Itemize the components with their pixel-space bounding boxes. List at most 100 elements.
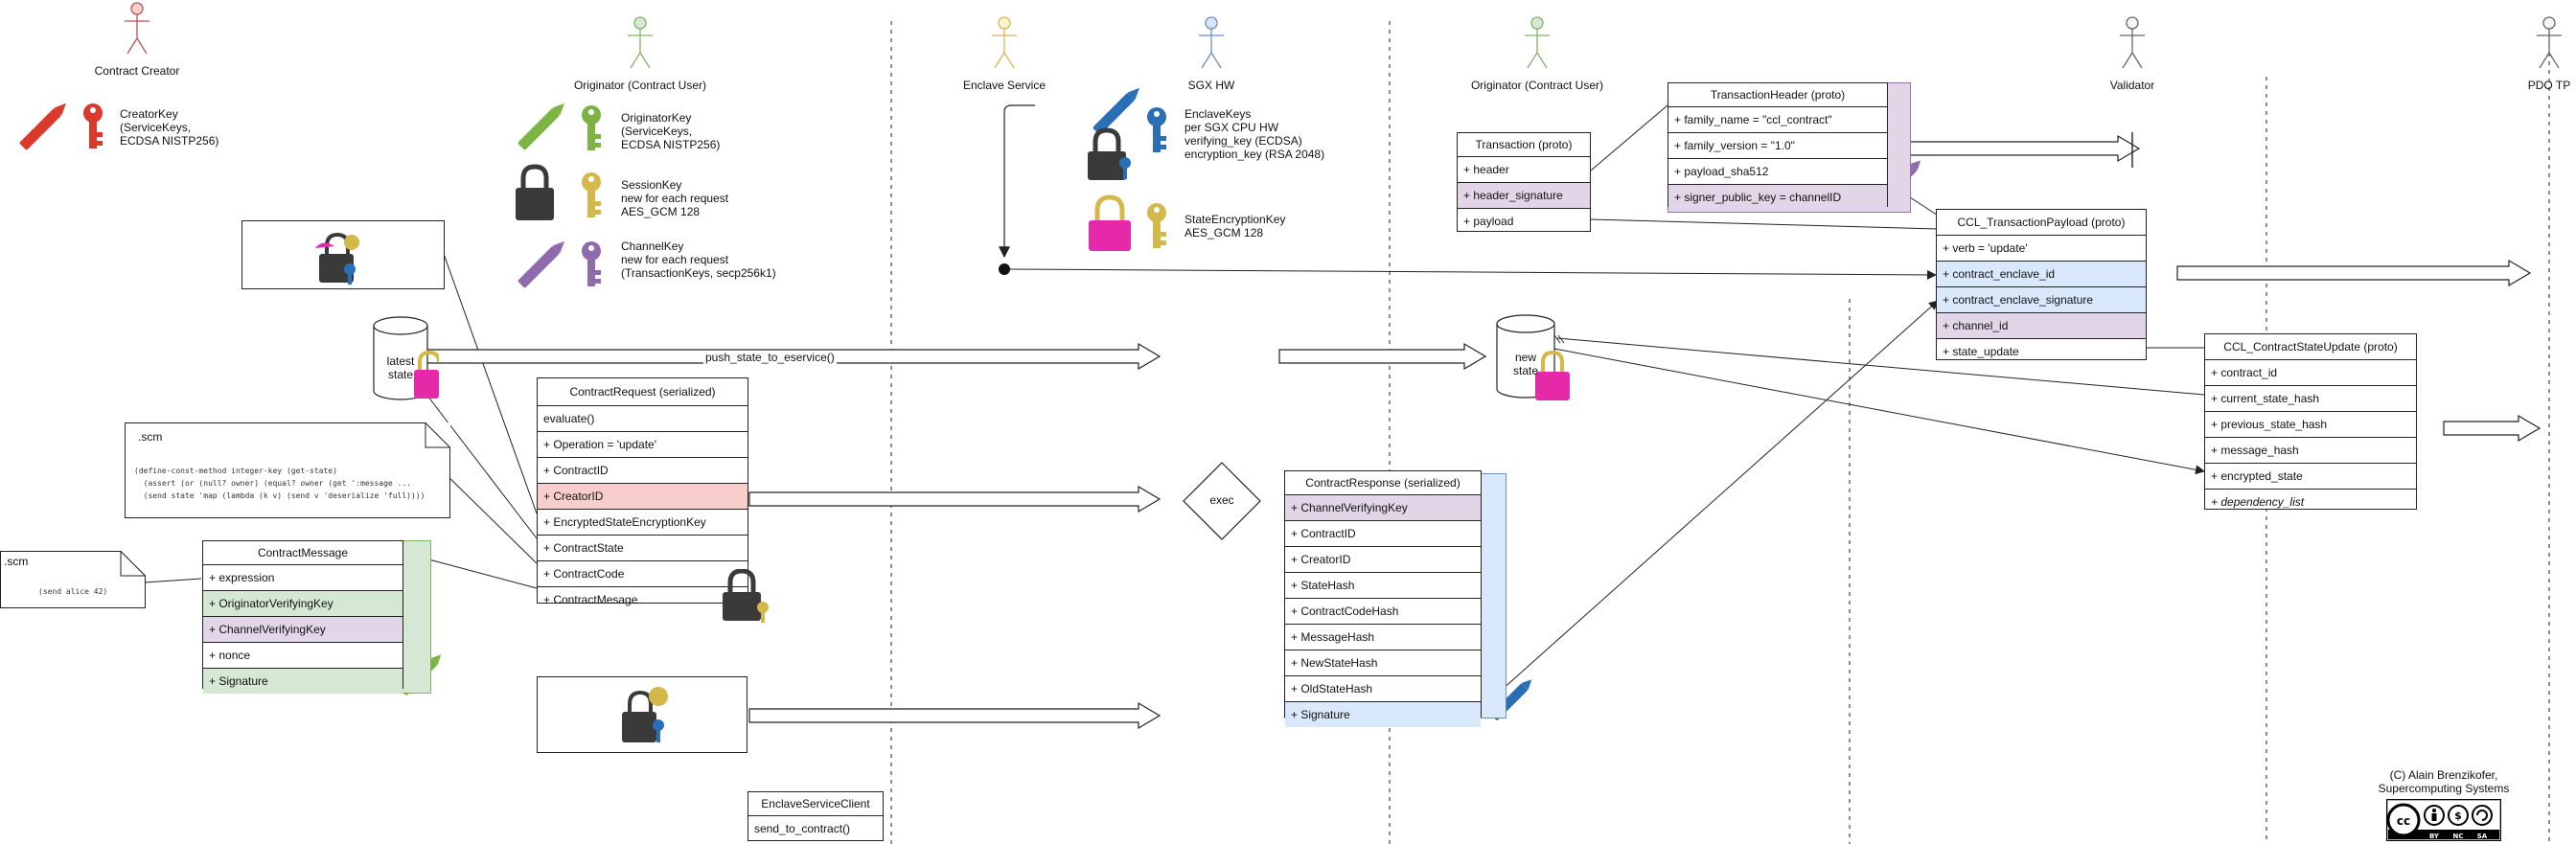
list-item: + Operation = 'update' (538, 432, 748, 458)
ccl-contract-state-update-box: CCL_ContractStateUpdate (proto) + contra… (2204, 333, 2417, 510)
contract-response-box: ContractResponse (serialized) + ChannelV… (1284, 470, 1482, 727)
list-item: + expression (203, 565, 402, 591)
enclave-lock-icon (1088, 127, 1131, 180)
transaction-header-box: TransactionHeader (proto) + family_name … (1668, 82, 1888, 210)
list-item: + ChannelVerifyingKey (1285, 495, 1481, 521)
list-item: + header (1458, 157, 1590, 183)
list-item: + ContractID (538, 458, 748, 484)
list-item: + channel_id (1937, 313, 2146, 339)
list-item: + CreatorID (538, 484, 748, 510)
list-item: + encrypted_state (2205, 464, 2416, 490)
latest-state-lock-icon (414, 350, 439, 399)
list-item: + message_hash (2205, 438, 2416, 464)
scm-note-1-code: (define-const-method integer-key (get-st… (134, 467, 426, 500)
license-label-by: BY (2429, 833, 2440, 840)
list-item: + nonce (203, 643, 402, 669)
svg-text:cc: cc (2397, 814, 2410, 828)
actor-label-enclave-service: Enclave Service (962, 79, 1046, 92)
license-label-sa: SA (2477, 833, 2488, 840)
list-item: + Signature (203, 669, 402, 694)
request-lock-icon (723, 569, 769, 623)
list-item: evaluate() (538, 406, 748, 432)
list-item: + ContractCodeHash (1285, 599, 1481, 625)
scm-note-2-code: (send alice 42) (38, 587, 108, 596)
channel-key-label: ChannelKey new for each request (Transac… (621, 240, 776, 280)
session-key-label: SessionKey new for each request AES_GCM … (621, 178, 729, 218)
svg-text:$: $ (2454, 810, 2462, 822)
list-item: + OriginatorVerifyingKey (203, 591, 402, 617)
ccl-transaction-payload-box: CCL_TransactionPayload (proto) + verb = … (1936, 209, 2147, 360)
red-pen-icon (19, 103, 66, 150)
dark-lock-icon (516, 164, 554, 220)
latest-state-datastore (373, 316, 439, 400)
list-item: + signer_public_key = channelID (1668, 185, 1887, 210)
list-item: + current_state_hash (2205, 386, 2416, 412)
new-state-label: new state (1512, 351, 1538, 377)
actor-sgx-hw-icon (1199, 16, 1224, 69)
actor-label-validator: Validator (2109, 79, 2155, 92)
list-item: + Signature (1285, 702, 1481, 727)
actor-pdo-tp-icon (2537, 16, 2562, 69)
list-item: + family_version = "1.0" (1668, 133, 1887, 159)
list-item: + ContractCode (538, 561, 748, 587)
list-item: send_to_contract() (754, 822, 851, 835)
enclave-service-client-title: EnclaveServiceClient (748, 792, 883, 816)
actor-label-contract-creator: Contract Creator (94, 64, 180, 78)
contract-message-box: ContractMessage + expression + Originato… (202, 540, 403, 694)
list-item: + dependency_list (2211, 495, 2305, 509)
purple-pen-icon (518, 240, 564, 288)
exec-diamond (1183, 462, 1261, 540)
actor-validator-icon (2120, 16, 2145, 69)
blue-pen-icon (1092, 87, 1139, 135)
list-item: + contract_enclave_id (1937, 262, 2146, 287)
green-pen-icon (518, 103, 564, 150)
cc-icon (2386, 803, 2421, 837)
encrypted-key-box (242, 220, 445, 289)
new-state-datastore (1496, 314, 1570, 400)
transaction-header-title: TransactionHeader (proto) (1668, 83, 1887, 107)
latest-state-label: latest state (386, 354, 415, 381)
scm-note-1-title: .scm (138, 430, 163, 444)
list-item: + contract_enclave_signature (1937, 287, 2146, 313)
list-item: + header_signature (1458, 183, 1590, 209)
nc-icon (2448, 805, 2469, 826)
ccl-contract-state-update-title: CCL_ContractStateUpdate (proto) (2205, 334, 2416, 360)
list-item: + state_update (1943, 345, 2019, 358)
scm-note-1: .scm (define-const-method integer-key (g… (125, 422, 450, 518)
actor-originator-2-icon (1525, 16, 1550, 69)
creator-key-label: CreatorKey (ServiceKeys, ECDSA NISTP256) (120, 107, 219, 148)
encrypted-response-box (537, 676, 748, 753)
blue-key-icon (1147, 107, 1166, 152)
list-item: + family_name = "ccl_contract" (1668, 107, 1887, 133)
magenta-lock-icon (1089, 194, 1131, 251)
list-item: + MessageHash (1285, 625, 1481, 650)
ccl-transaction-payload-title: CCL_TransactionPayload (proto) (1937, 210, 2146, 236)
sa-icon (2472, 805, 2493, 826)
license-label-nc: NC (2453, 833, 2464, 840)
state-encryption-key-label: StateEncryptionKey AES_GCM 128 (1184, 213, 1286, 240)
push-state-label: push_state_to_eservice() (703, 351, 837, 364)
actor-label-pdo-tp: PDO TP (2527, 79, 2571, 92)
actor-originator-icon (628, 16, 653, 69)
scm-note-2: .scm (send alice 42) (0, 551, 146, 608)
state-key-icon (1147, 203, 1166, 248)
list-item: + ChannelVerifyingKey (203, 617, 402, 643)
list-item: + contract_id (2205, 360, 2416, 386)
contract-request-title: ContractRequest (serialized) (538, 378, 748, 406)
scm-note-1-shape (125, 422, 450, 518)
scm-note-2-title: .scm (4, 555, 29, 568)
list-item: + previous_state_hash (2205, 412, 2416, 438)
list-item: + EncryptedStateEncryptionKey (538, 510, 748, 536)
contract-request-box: ContractRequest (serialized) evaluate() … (537, 377, 748, 606)
enclave-keys-label: EnclaveKeys per SGX CPU HW verifying_key… (1184, 107, 1325, 161)
list-item: + NewStateHash (1285, 650, 1481, 676)
encrypted-key-lock-icon (315, 232, 359, 285)
list-item: + ContractID (1285, 521, 1481, 547)
list-item: + CreatorID (1285, 547, 1481, 573)
contract-message-title: ContractMessage (203, 541, 402, 565)
list-item: + ContractState (538, 536, 748, 561)
transaction-title: Transaction (proto) (1458, 133, 1590, 157)
yellow-key-icon (582, 172, 601, 217)
cc-license-badge: cc $ BY NC SA (2386, 799, 2501, 841)
